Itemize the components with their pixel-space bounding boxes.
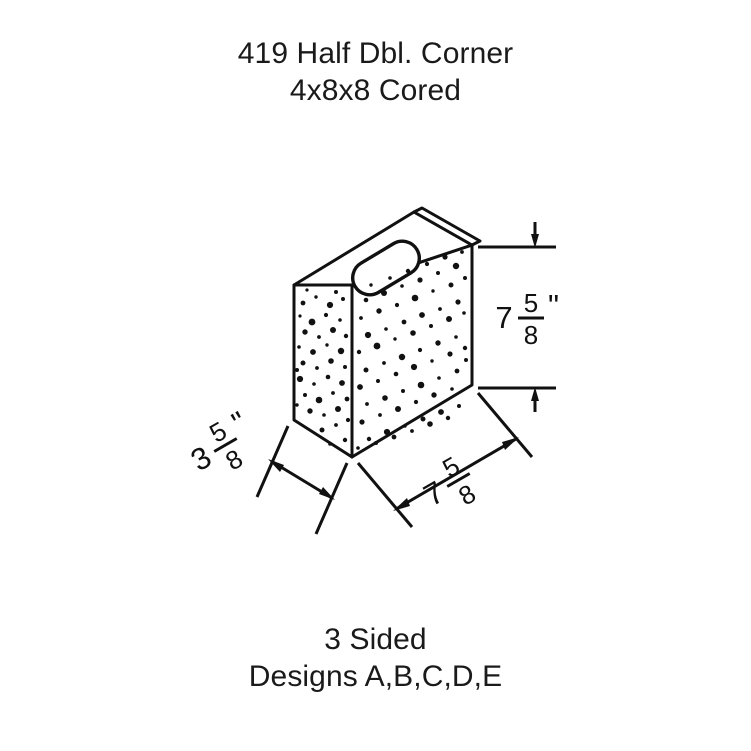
title-block: 419 Half Dbl. Corner 4x8x8 Cored bbox=[0, 36, 751, 109]
title-line-2: 4x8x8 Cored bbox=[289, 73, 462, 107]
height-arrowhead-bottom bbox=[531, 387, 539, 401]
footer-line-2: Designs A,B,C,D,E bbox=[248, 659, 503, 693]
speckle-texture-front-face bbox=[356, 250, 468, 450]
length-dimension-text: 7 5 8 bbox=[418, 450, 481, 513]
height-dimension-text: 7 5 8 " bbox=[495, 288, 559, 350]
length-fraction-bar bbox=[446, 472, 471, 488]
footer-line-1: 3 Sided bbox=[324, 623, 427, 656]
footer-block: 3 Sided Designs A,B,C,D,E bbox=[0, 622, 751, 695]
length-extension-line-far bbox=[476, 392, 534, 458]
depth-denominator: 8 bbox=[220, 443, 248, 476]
depth-fraction-bar bbox=[213, 437, 238, 453]
height-whole: 7 bbox=[495, 300, 512, 335]
length-denominator: 8 bbox=[453, 478, 481, 511]
depth-dimension-text: 3 5 8 " bbox=[185, 405, 253, 479]
speckle-texture-left-face bbox=[295, 288, 351, 446]
length-dimension-line bbox=[395, 437, 517, 511]
title-line-1: 419 Half Dbl. Corner bbox=[237, 37, 514, 70]
chamfer-strip bbox=[412, 206, 482, 247]
length-arrowhead-near bbox=[393, 498, 410, 511]
height-inch-mark: " bbox=[548, 288, 559, 323]
depth-inch-mark: " bbox=[226, 405, 253, 441]
height-arrowhead-top bbox=[531, 234, 539, 248]
length-arrowhead-far bbox=[502, 437, 519, 450]
dimension-height: 7 5 8 " bbox=[478, 222, 559, 412]
depth-arrowhead-far bbox=[268, 459, 284, 472]
oval-core-hole bbox=[351, 239, 421, 297]
depth-whole: 3 bbox=[185, 439, 217, 478]
height-denominator: 8 bbox=[524, 320, 538, 350]
block-solid bbox=[292, 206, 482, 459]
depth-arrowhead-near bbox=[319, 487, 335, 500]
height-numerator: 5 bbox=[524, 288, 538, 318]
length-extension-line-near bbox=[356, 462, 414, 528]
